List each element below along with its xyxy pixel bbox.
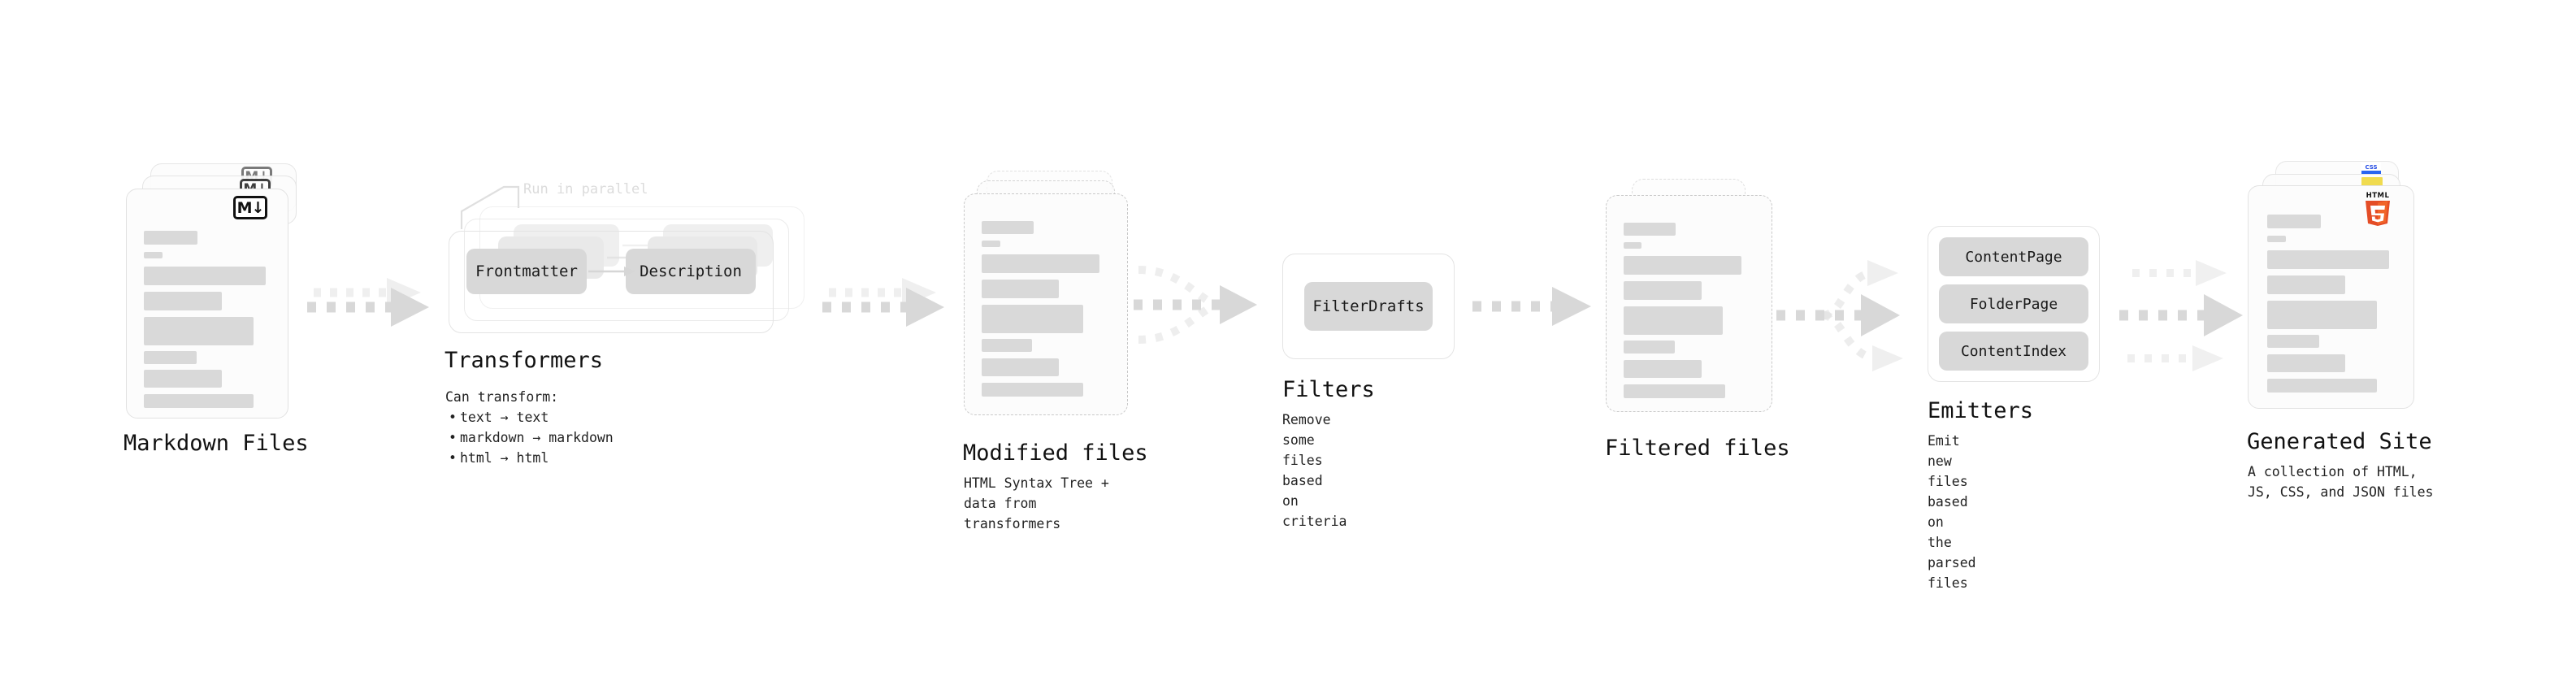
skeleton-bar xyxy=(144,292,222,310)
arrow-main-layer xyxy=(2119,294,2243,336)
transformers-bullet-2: html → html xyxy=(449,448,614,468)
skeleton-bar xyxy=(1624,256,1741,275)
skeleton-bar xyxy=(144,231,197,245)
arrow-emitters-to-site xyxy=(2119,244,2274,382)
stage-title-generated-site: Generated Site xyxy=(2247,429,2432,454)
run-in-parallel-bracket xyxy=(460,185,520,229)
skeleton-bar xyxy=(982,254,1099,273)
stage-modified-files: Modified files HTML Syntax Tree + data f… xyxy=(963,171,1148,531)
skeleton-bar xyxy=(1624,360,1702,378)
arrow-modified-to-filters xyxy=(1134,258,1280,372)
stage-title-filters: Filters xyxy=(1282,377,1375,402)
stage-filtered-files: Filtered files xyxy=(1605,179,1790,461)
skeleton-bar xyxy=(2267,215,2321,228)
modified-card-stack xyxy=(964,171,1138,423)
skeleton-bar xyxy=(982,221,1034,234)
filter-pill-filterdrafts[interactable]: FilterDrafts xyxy=(1304,282,1433,331)
emitters-panel xyxy=(1928,226,2100,382)
site-card-stack: CSS HTML xyxy=(2248,161,2435,421)
skeleton-bar xyxy=(1624,340,1675,354)
arrow-main-layer xyxy=(1776,294,1900,336)
skeleton-bar xyxy=(144,267,266,285)
stage-subtitle-emitters: Emit new files based on the parsed files xyxy=(1928,433,1976,591)
filters-panel xyxy=(1282,254,1455,359)
arrow-filtered-to-emitters xyxy=(1776,244,1931,382)
skeleton-bar xyxy=(2267,236,2286,242)
transformer-inner-arrow-front xyxy=(588,267,635,276)
transformers-bullet-1: markdown → markdown xyxy=(449,427,614,448)
skeleton-bar xyxy=(1624,384,1725,398)
arrow-track-bottom xyxy=(2127,345,2223,371)
skeleton-bar xyxy=(982,339,1032,352)
skeleton-bar xyxy=(982,280,1059,298)
transformer-panel-front xyxy=(449,231,774,333)
skeleton-bar xyxy=(1624,242,1641,249)
stage-title-transformers: Transformers xyxy=(445,348,604,373)
stage-subtitle-modified-files: HTML Syntax Tree + data from transformer… xyxy=(964,475,1109,531)
skeleton-bar xyxy=(144,370,222,388)
markdown-badge: M↓ xyxy=(233,196,267,219)
emitter-pill-contentpage[interactable]: ContentPage xyxy=(1939,237,2088,276)
arrow-fanout-down xyxy=(1823,311,1903,371)
skeleton-bar xyxy=(2267,275,2345,294)
transformers-bullet-0: text → text xyxy=(449,407,614,427)
arrow-main-layer xyxy=(1134,285,1257,324)
skeleton-bar xyxy=(2267,354,2345,372)
skeleton-bar xyxy=(982,241,1000,247)
markdown-card-stack: M↓ M↓ M↓ xyxy=(126,163,301,419)
skeleton-bar xyxy=(1624,281,1702,300)
css-badge: CSS xyxy=(2361,163,2381,174)
skeleton-bar xyxy=(2267,379,2377,393)
arrow-filters-to-filtered xyxy=(1472,286,1602,343)
transformers-lead: Can transform: xyxy=(445,389,559,405)
skeleton-bar xyxy=(144,351,197,364)
transformer-pill-frontmatter[interactable]: Frontmatter xyxy=(466,249,587,294)
stage-title-modified-files: Modified files xyxy=(963,440,1148,466)
filtered-card-stack xyxy=(1606,179,1780,429)
stage-title-filtered-files: Filtered files xyxy=(1605,436,1790,461)
arrow-markdown-to-transformers xyxy=(307,268,437,358)
transformers-description: Can transform: text → text markdown → ma… xyxy=(445,387,614,468)
skeleton-bar xyxy=(982,383,1083,397)
arrow-track-top xyxy=(2132,260,2227,286)
svg-text:HTML: HTML xyxy=(2366,192,2390,200)
css-wordmark: CSS xyxy=(2365,164,2378,171)
stage-generated-site: CSS HTML Generated Site A xyxy=(2247,161,2435,500)
arrow-main-layer xyxy=(822,288,944,327)
stage-title-markdown-files: Markdown Files xyxy=(124,431,309,456)
arrow-main-layer xyxy=(307,288,429,327)
skeleton-bar xyxy=(982,305,1083,333)
css-bar xyxy=(2361,171,2381,174)
stage-subtitle-filters: Remove some files based on criteria xyxy=(1282,412,1347,529)
emitter-pill-contentindex[interactable]: ContentIndex xyxy=(1939,332,2088,371)
skeleton-bar xyxy=(1624,223,1676,236)
skeleton-bar xyxy=(2267,335,2319,348)
stage-subtitle-generated-site: A collection of HTML, JS, CSS, and JSON … xyxy=(2248,464,2434,500)
skeleton-bar xyxy=(144,317,254,345)
skeleton-bar xyxy=(1624,306,1723,335)
html5-icon: HTML xyxy=(2366,192,2390,226)
skeleton-bar xyxy=(144,252,163,258)
skeleton-bar xyxy=(2267,250,2389,269)
stage-title-emitters: Emitters xyxy=(1928,398,2034,423)
skeleton-bar xyxy=(2267,301,2377,329)
run-in-parallel-label: Run in parallel xyxy=(523,181,648,197)
transformer-panel-back-1 xyxy=(464,219,789,321)
transformer-pill-description[interactable]: Description xyxy=(626,249,756,294)
transformers-bullet-list: text → text markdown → markdown html → h… xyxy=(445,407,614,468)
skeleton-bar xyxy=(144,394,254,408)
emitter-pill-folderpage[interactable]: FolderPage xyxy=(1939,284,2088,323)
skeleton-bar xyxy=(982,358,1059,376)
arrow-transformers-to-modified xyxy=(822,268,952,358)
stage-markdown-files: M↓ M↓ M↓ Markdown Files xyxy=(124,163,309,456)
